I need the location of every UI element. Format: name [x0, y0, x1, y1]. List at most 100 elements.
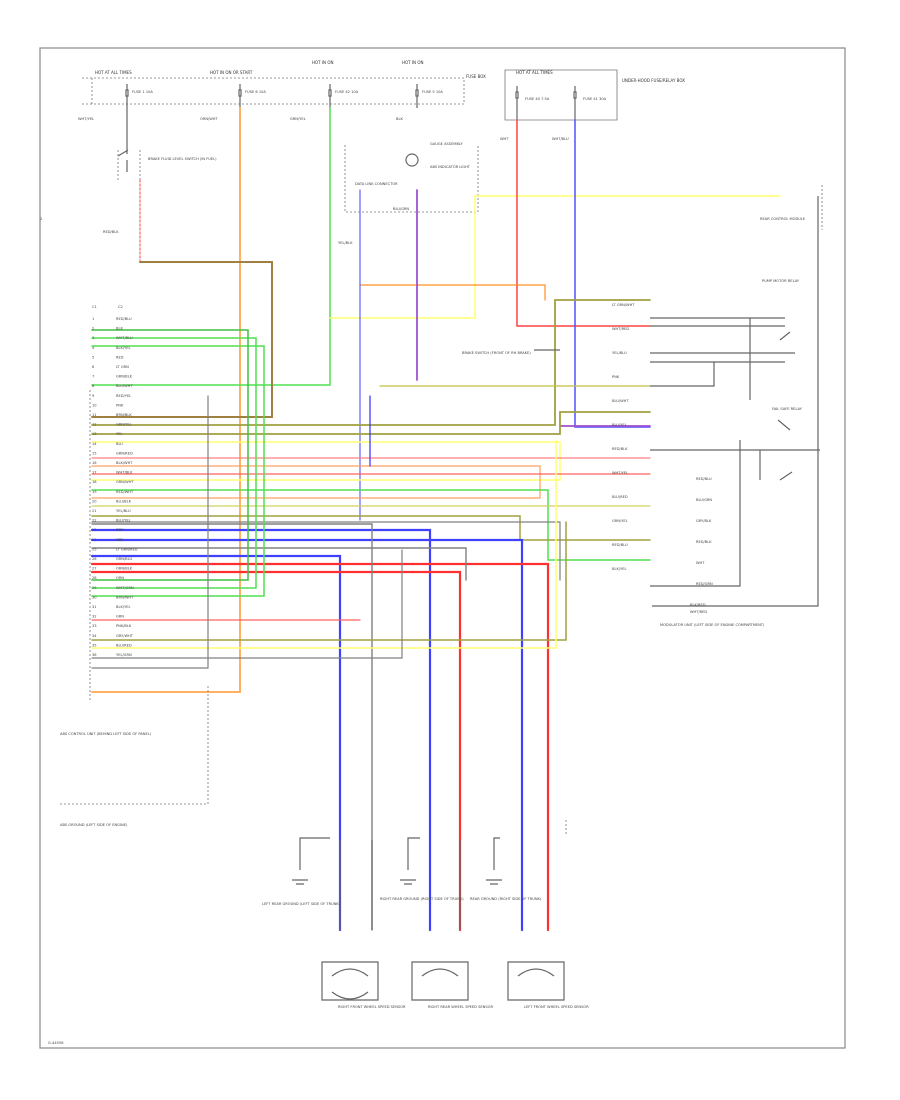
lower-right-wire-label: WHT: [696, 561, 705, 565]
ecu-pin-number: 8: [92, 384, 95, 388]
ecu-wire-label: BRN: [116, 528, 124, 532]
wire-label-3: BLK: [396, 117, 403, 121]
motor-wire-label: WHT/RED: [690, 610, 707, 614]
ecu-wire-label: BLU/WHT: [116, 384, 133, 388]
motor-wire-label: BLK/RED: [690, 603, 706, 607]
ecu-pin-number: 30: [92, 595, 97, 599]
fail-safe-relay: FAIL SAFE RELAY MODULATOR UNIT (LEFT SID…: [650, 196, 820, 627]
left-ground-label: LEFT REAR GROUND (LEFT SIDE OF TRUNK): [262, 902, 341, 906]
wire-label-1: ORN/WHT: [200, 117, 218, 121]
wire-label-0: WHT/YEL: [78, 117, 94, 121]
sensor-right-rear: RIGHT REAR WHEEL SPEED SENSOR: [411, 961, 493, 1009]
modulator-label: MODULATOR UNIT (LEFT SIDE OF ENGINE COMP…: [660, 623, 765, 627]
abs-ground-label: ABS GROUND (LEFT SIDE OF ENGINE): [60, 823, 128, 827]
ecu-wire-label: BLK: [116, 327, 123, 331]
right-wire-label: YEL/BLU: [612, 351, 627, 355]
ecu-wire-label: GRN/BLU: [116, 557, 132, 561]
ecu-wire-label: BLK/YEL: [116, 605, 131, 609]
ecu-wire-label: RED: [116, 355, 124, 359]
fuse-box-outlines: [82, 69, 618, 121]
ecu-pin-number: 17: [92, 471, 97, 475]
ecu-wire-label: GRY/WHT: [116, 634, 134, 638]
fuse-label-40: FUSE 40 7.5A: [525, 97, 550, 101]
ecu-wire-label: RED/YEL: [116, 394, 131, 398]
ecu-wire-label: BLU/RED: [116, 643, 132, 647]
wire-label-7: YEL/BLK: [338, 241, 353, 245]
ecu-pin-number: 13: [92, 432, 97, 436]
abs-control-unit-label: ABS CONTROL UNIT (BEHIND LEFT SIDE OF PA…: [60, 732, 152, 736]
ecu-pin-number: 34: [92, 634, 97, 638]
ecu-pin-number: 32: [92, 615, 97, 619]
right-wire-label: WHT/RED: [612, 327, 629, 331]
sensor-right-rear-label: RIGHT REAR WHEEL SPEED SENSOR: [428, 1005, 493, 1009]
ecu-pin-number: 24: [92, 538, 97, 542]
label-hot-in-on-2: HOT IN ON: [402, 60, 423, 65]
right-ground-label: RIGHT REAR GROUND (RIGHT SIDE OF TRUNK): [380, 897, 464, 901]
upper-wire-labels: WHT/YEL ORN/WHT GRN/YEL BLK WHT WHT/BLU …: [78, 117, 569, 245]
top-labels: HOT AT ALL TIMES HOT IN ON OR START HOT …: [95, 60, 685, 83]
rear-ground-label: REAR GROUND (RIGHT SIDE OF TRUNK): [470, 897, 542, 901]
ecu-pin-number: 15: [92, 451, 97, 455]
pin-header-c2: C2: [118, 305, 123, 309]
ecu-wire-label: BRN/BLK: [116, 413, 132, 417]
label-hot-in-on-or-start: HOT IN ON OR START: [210, 70, 253, 75]
right-wire-label: PNK: [612, 375, 620, 379]
ecu-wire-label: GRN: [116, 615, 124, 619]
ecu-pin-number: 28: [92, 576, 97, 580]
ecu-pin-number: 35: [92, 643, 97, 647]
pump-motor-relay: PUMP MOTOR RELAY: [650, 279, 800, 400]
ecu-pin-number: 36: [92, 653, 97, 657]
ecu-wire-label: BLU/BLK: [116, 499, 132, 503]
fail-safe-label: FAIL SAFE RELAY: [772, 407, 803, 411]
ecu-pin-number: 21: [92, 509, 97, 513]
ecu-pin-number: 10: [92, 403, 97, 407]
gauge-assembly-label: GAUGE ASSEMBLY: [430, 142, 463, 146]
lower-right-wire-label: RED/GRN: [696, 582, 713, 586]
ecu-pin-number: 6: [92, 365, 95, 369]
ecu-pin-number: 14: [92, 442, 97, 446]
sensor-left-front-label: LEFT FRONT WHEEL SPEED SENSOR: [524, 1005, 589, 1009]
brake-switch-label: BRAKE FLUID LEVEL SWITCH (IN FUEL): [148, 157, 217, 161]
ecu-pin-number: 31: [92, 605, 97, 609]
right-wire-label: BLU/RED: [612, 495, 628, 499]
abs-control-unit: C1 C2 ABS CONTROL UNIT (BEHIND LEFT SIDE…: [60, 305, 152, 736]
lower-right-wire-labels: RED/BLUBLU/GRNGRY/BLKRED/BLKWHTRED/GRNBL…: [690, 477, 713, 614]
fuse-labels: FUSE 1 10A FUSE 6 10A FUSE 42 10A FUSE 5…: [132, 90, 607, 101]
abs-indicator-label: ABS INDICATOR LIGHT: [430, 165, 471, 169]
ecu-pin-number: 9: [92, 394, 95, 398]
ecu-wire-label: WHT/BLK: [116, 471, 133, 475]
label-hot-at-all-times-2: HOT AT ALL TIMES: [516, 70, 553, 75]
wire-label-2: GRN/YEL: [290, 117, 306, 121]
fuse-label-41: FUSE 41 30A: [583, 97, 607, 101]
ecu-wire-label: YEL: [116, 432, 122, 436]
ecu-wire-label: LT GRN/RED: [116, 547, 138, 551]
brake-fluid-switch: BRAKE FLUID LEVEL SWITCH (IN FUEL): [117, 108, 217, 180]
right-wire-label: RED/BLK: [612, 447, 628, 451]
ecu-pin-number: 3: [92, 336, 94, 340]
ecu-wire-label: RED/BLU: [116, 317, 132, 321]
ecu-pin-number: 16: [92, 461, 97, 465]
gauge-assembly: GAUGE ASSEMBLY ABS INDICATOR LIGHT DATA …: [344, 142, 479, 213]
right-wire-label: WHT/YEL: [612, 471, 628, 475]
ecu-wire-label: ORN: [116, 576, 124, 580]
colored-wires: [90, 107, 781, 932]
fuse-label-6: FUSE 6 10A: [245, 90, 266, 94]
right-wire-label: GRN/YEL: [612, 519, 628, 523]
ecu-wire-label: GRY: [116, 538, 124, 542]
brake-switch-front: BRAKE SWITCH (FRONT OF RH BRAKE): [462, 349, 560, 355]
label-under-hood-relay-box: UNDER-HOOD FUSE/RELAY BOX: [622, 78, 685, 83]
ecu-wire-label: RED/WHT: [116, 490, 134, 494]
ecu-pin-number: 2: [92, 327, 94, 331]
lower-right-wire-label: BLU/GRN: [696, 498, 712, 502]
ecu-wire-label: GRN/BLK: [116, 375, 133, 379]
ecu-wire-label: WHT/GRN: [116, 586, 134, 590]
ecu-wire-label: GRN/WHT: [116, 480, 134, 484]
ecu-pin-number: 19: [92, 490, 97, 494]
ecu-wire-label: PNK: [116, 403, 124, 407]
ecu-pin-number: 26: [92, 557, 97, 561]
wire-label-5: WHT/BLU: [552, 137, 569, 141]
diagram-code: G-44556: [48, 1041, 64, 1045]
sensor-right-front: RIGHT FRONT WHEEL SPEED SENSOR: [321, 961, 406, 1009]
ecu-wire-label: BLU/YEL: [116, 519, 131, 523]
